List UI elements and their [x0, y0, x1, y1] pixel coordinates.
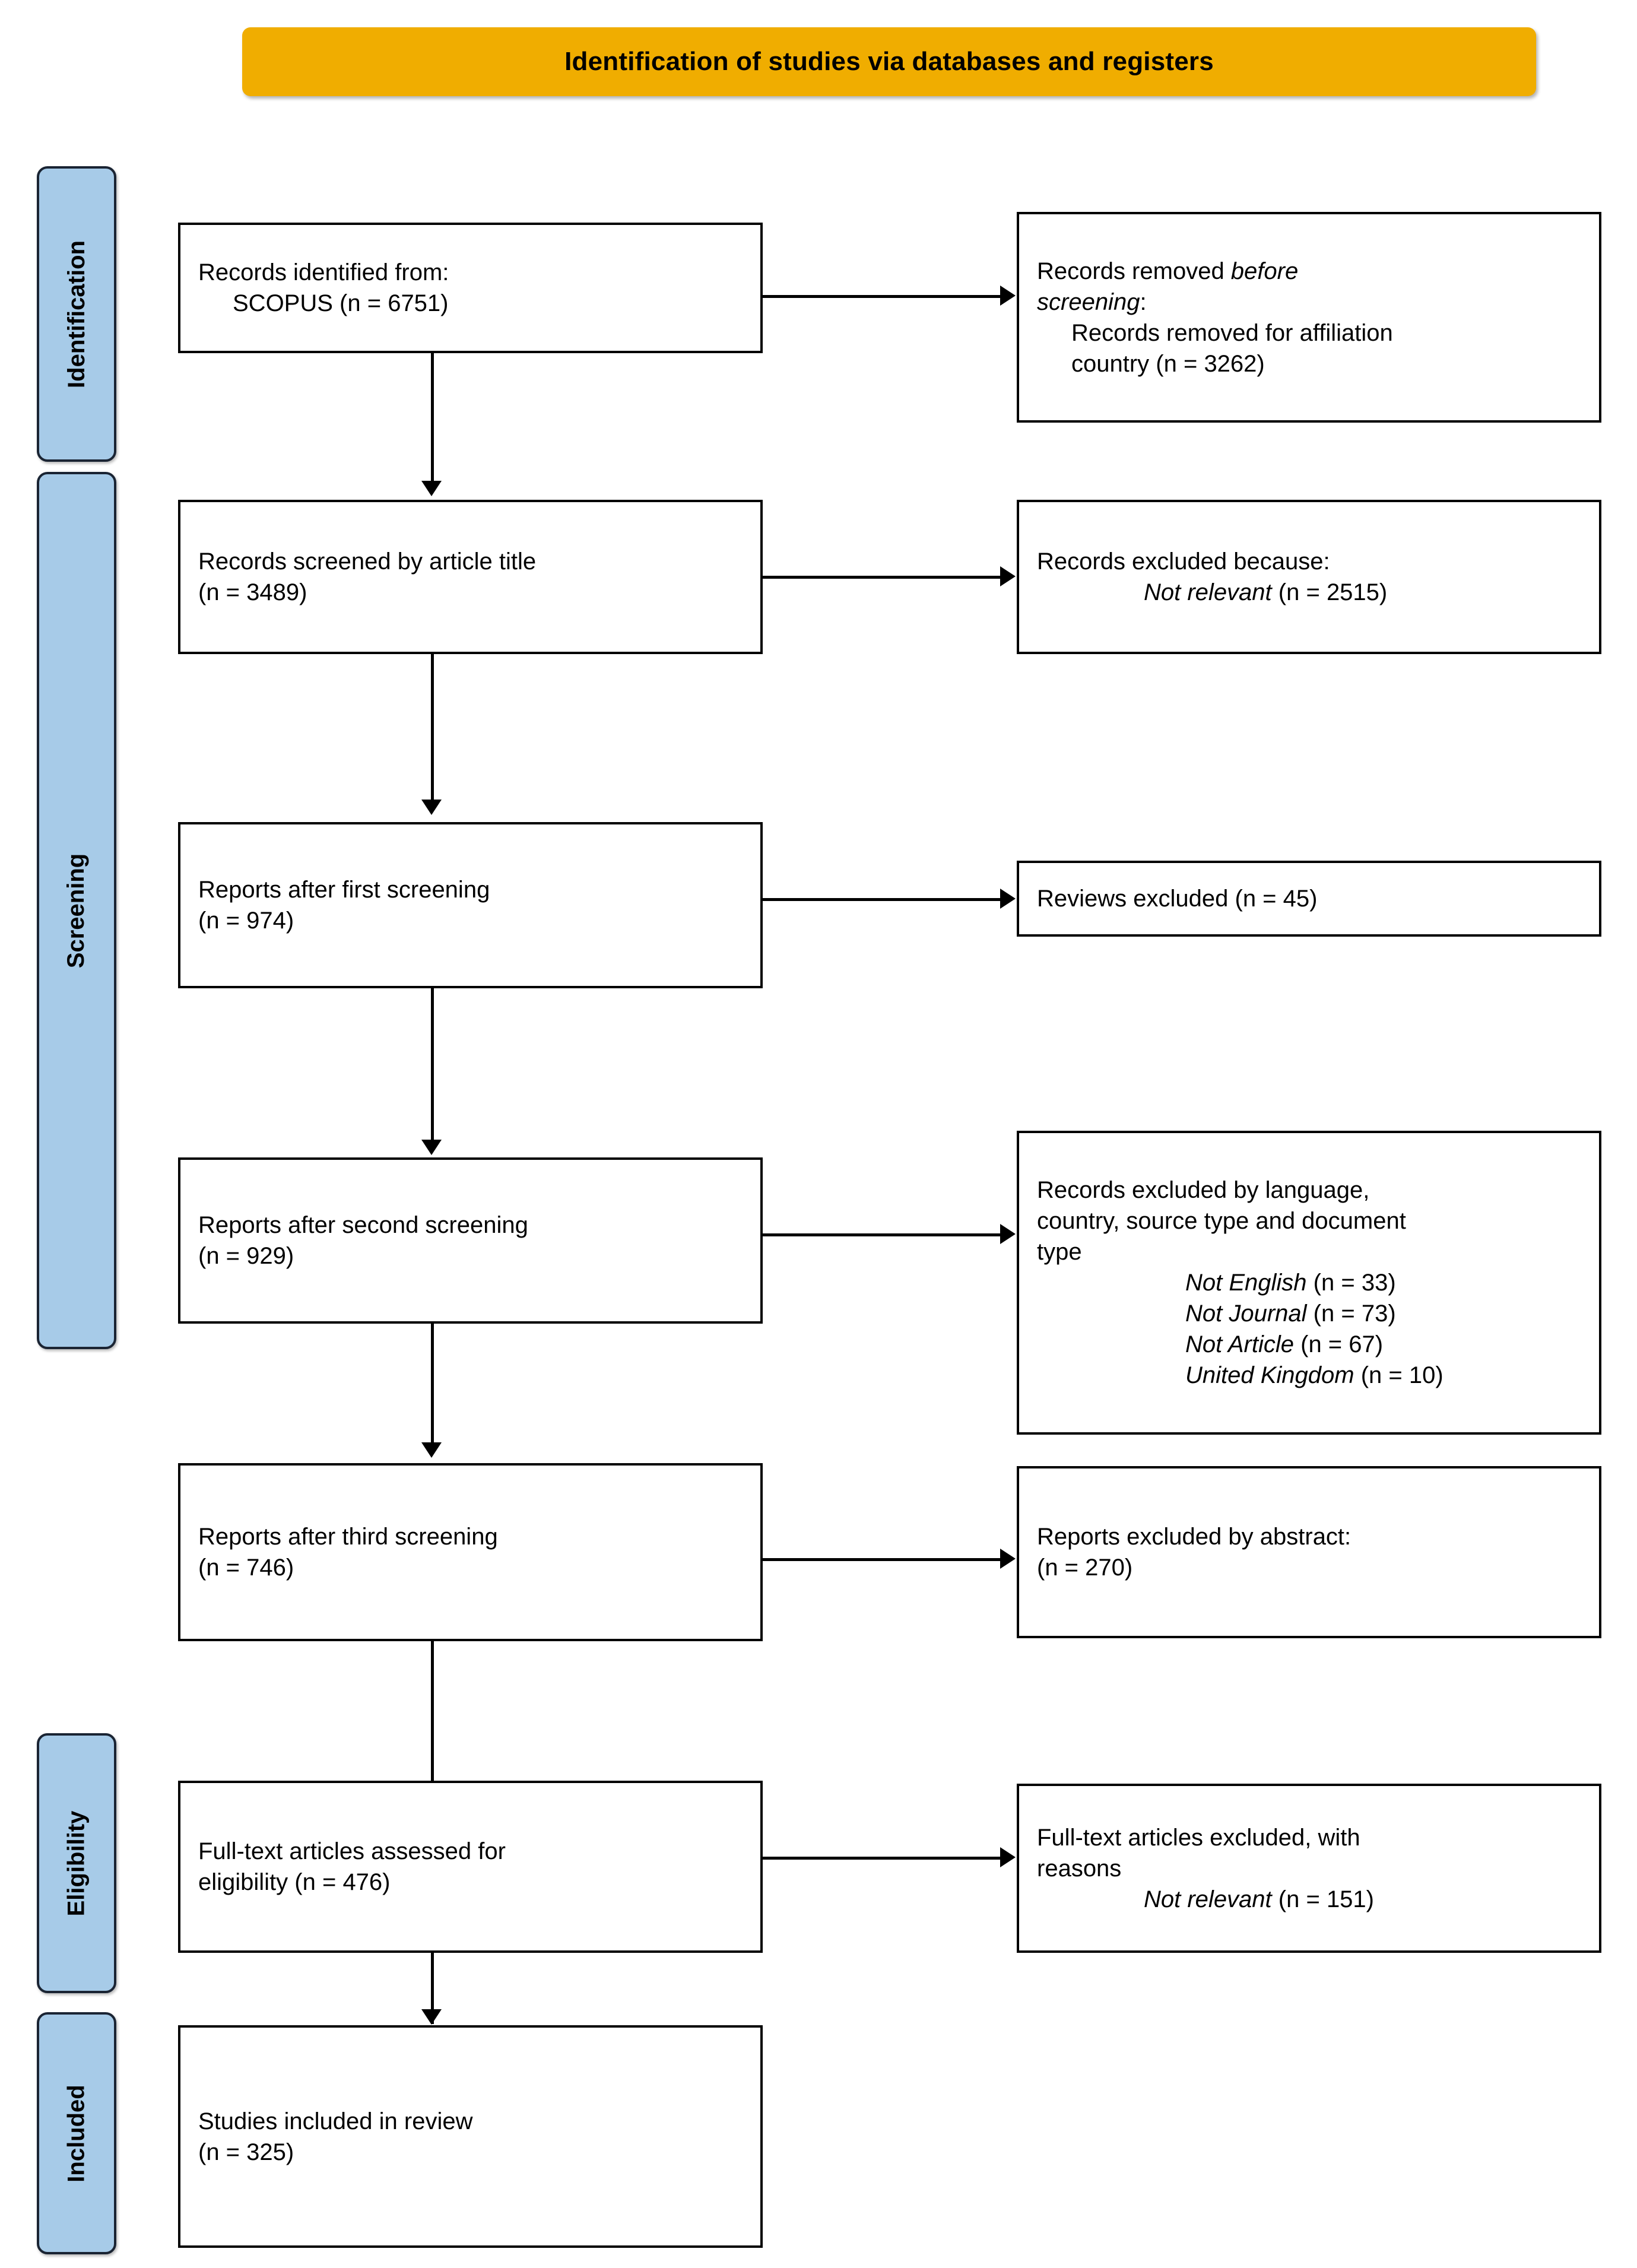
box-studies-included: Studies included in review (n = 325): [178, 2025, 763, 2248]
connector-row2-to-row3: [431, 654, 434, 800]
box-line: country, source type and document: [1037, 1208, 1406, 1234]
box-line: Full-text articles assessed for: [198, 1838, 506, 1864]
box-line: Not relevant (n = 151): [1144, 1886, 1374, 1912]
box-reviews-excluded: Reviews excluded (n = 45): [1017, 861, 1601, 937]
connector-screened-to-excluded: [763, 576, 1000, 579]
box-line: Reviews excluded (n = 45): [1037, 886, 1318, 912]
connector-row6-to-row7: [431, 1953, 434, 2024]
box-line: screening:: [1037, 288, 1147, 315]
arrow-identified-to-removed: [1000, 286, 1016, 306]
arrow-row1-to-row2: [421, 481, 442, 496]
box-records-removed-before-screening: Records removed before screening: Record…: [1017, 212, 1601, 423]
box-line: Reports excluded by abstract:: [1037, 1524, 1352, 1550]
box-reports-second-screening: Reports after second screening (n = 929): [178, 1157, 763, 1324]
box-line: (n = 3489): [198, 579, 307, 605]
box-line: Reports after second screening: [198, 1212, 528, 1238]
emphasis-not-article: Not Article: [1185, 1331, 1295, 1357]
box-reports-first-screening: Reports after first screening (n = 974): [178, 822, 763, 988]
box-line: type: [1037, 1239, 1082, 1265]
box-line: Full-text articles excluded, with: [1037, 1824, 1360, 1851]
box-line: SCOPUS (n = 6751): [233, 290, 449, 316]
box-line: Not English (n = 33): [1185, 1270, 1396, 1296]
box-line: country (n = 3262): [1071, 350, 1265, 377]
connector-assessed-to-excluded: [763, 1857, 1000, 1860]
box-line: reasons: [1037, 1855, 1122, 1882]
stage-label-included: Included: [63, 2084, 90, 2183]
box-line: Records removed for affiliation: [1071, 319, 1393, 346]
stage-label-screening: Screening: [63, 853, 90, 968]
arrow-first-to-reviews: [1000, 889, 1016, 909]
arrow-third-to-abstract: [1000, 1549, 1016, 1569]
box-records-identified: Records identified from: SCOPUS (n = 675…: [178, 223, 763, 353]
box-line: Records excluded by language,: [1037, 1177, 1370, 1203]
arrow-row2-to-row3: [421, 800, 442, 815]
box-full-text-assessed: Full-text articles assessed for eligibil…: [178, 1781, 763, 1953]
box-reports-third-screening: Reports after third screening (n = 746): [178, 1463, 763, 1641]
box-line: (n = 929): [198, 1243, 294, 1269]
connector-second-to-excluded: [763, 1233, 1000, 1236]
connector-row5-to-row6: [431, 1641, 434, 1837]
emphasis-not-english: Not English: [1185, 1270, 1307, 1296]
arrow-screened-to-excluded: [1000, 566, 1016, 586]
box-records-excluded-not-relevant: Records excluded because: Not relevant (…: [1017, 500, 1601, 654]
box-line: Records excluded because:: [1037, 548, 1330, 575]
stage-bar-included: Included: [37, 2012, 116, 2254]
stage-bar-identification: Identification: [37, 166, 116, 462]
header-banner: Identification of studies via databases …: [242, 27, 1536, 96]
emphasis-before: before: [1230, 258, 1299, 284]
box-line: Not Journal (n = 73): [1185, 1300, 1396, 1327]
box-line: Not relevant (n = 2515): [1144, 579, 1388, 605]
connector-identified-to-removed: [763, 295, 1000, 298]
box-line: eligibility (n = 476): [198, 1869, 391, 1895]
page-title: Identification of studies via databases …: [564, 47, 1214, 76]
box-records-screened-title: Records screened by article title (n = 3…: [178, 500, 763, 654]
stage-bar-eligibility: Eligibility: [37, 1733, 116, 1993]
emphasis-not-journal: Not Journal: [1185, 1300, 1307, 1327]
box-line: Studies included in review: [198, 2108, 473, 2134]
connector-third-to-abstract: [763, 1558, 1000, 1561]
arrow-row6-to-row7: [421, 2009, 442, 2025]
emphasis-united-kingdom: United Kingdom: [1185, 1362, 1354, 1388]
arrow-second-to-excluded: [1000, 1224, 1016, 1244]
box-records-excluded-language-country-type: Records excluded by language, country, s…: [1017, 1131, 1601, 1435]
box-line: Records identified from:: [198, 259, 449, 286]
connector-first-to-reviews: [763, 898, 1000, 901]
box-line: Not Article (n = 67): [1185, 1331, 1384, 1357]
stage-label-eligibility: Eligibility: [63, 1810, 90, 1916]
box-reports-excluded-abstract: Reports excluded by abstract: (n = 270): [1017, 1466, 1601, 1638]
arrow-row4-to-row5: [421, 1442, 442, 1458]
arrow-assessed-to-excluded: [1000, 1847, 1016, 1867]
arrow-row3-to-row4: [421, 1140, 442, 1155]
box-line: Reports after third screening: [198, 1524, 498, 1550]
box-line: Records screened by article title: [198, 548, 537, 575]
box-full-text-excluded-with-reasons: Full-text articles excluded, with reason…: [1017, 1784, 1601, 1953]
stage-label-identification: Identification: [63, 240, 90, 388]
emphasis-screening: screening: [1037, 288, 1140, 315]
box-line: (n = 325): [198, 2139, 294, 2165]
box-line: (n = 746): [198, 1555, 294, 1581]
box-line: (n = 270): [1037, 1555, 1133, 1581]
emphasis-not-relevant: Not relevant: [1144, 579, 1272, 605]
connector-row4-to-row5: [431, 1324, 434, 1442]
connector-row3-to-row4: [431, 988, 434, 1140]
connector-row1-to-row2: [431, 353, 434, 481]
emphasis-not-relevant-151: Not relevant: [1144, 1886, 1272, 1912]
box-line: United Kingdom (n = 10): [1185, 1362, 1444, 1388]
box-line: (n = 974): [198, 908, 294, 934]
box-line: Records removed before: [1037, 258, 1299, 284]
stage-bar-screening: Screening: [37, 472, 116, 1349]
box-line: Reports after first screening: [198, 877, 490, 903]
